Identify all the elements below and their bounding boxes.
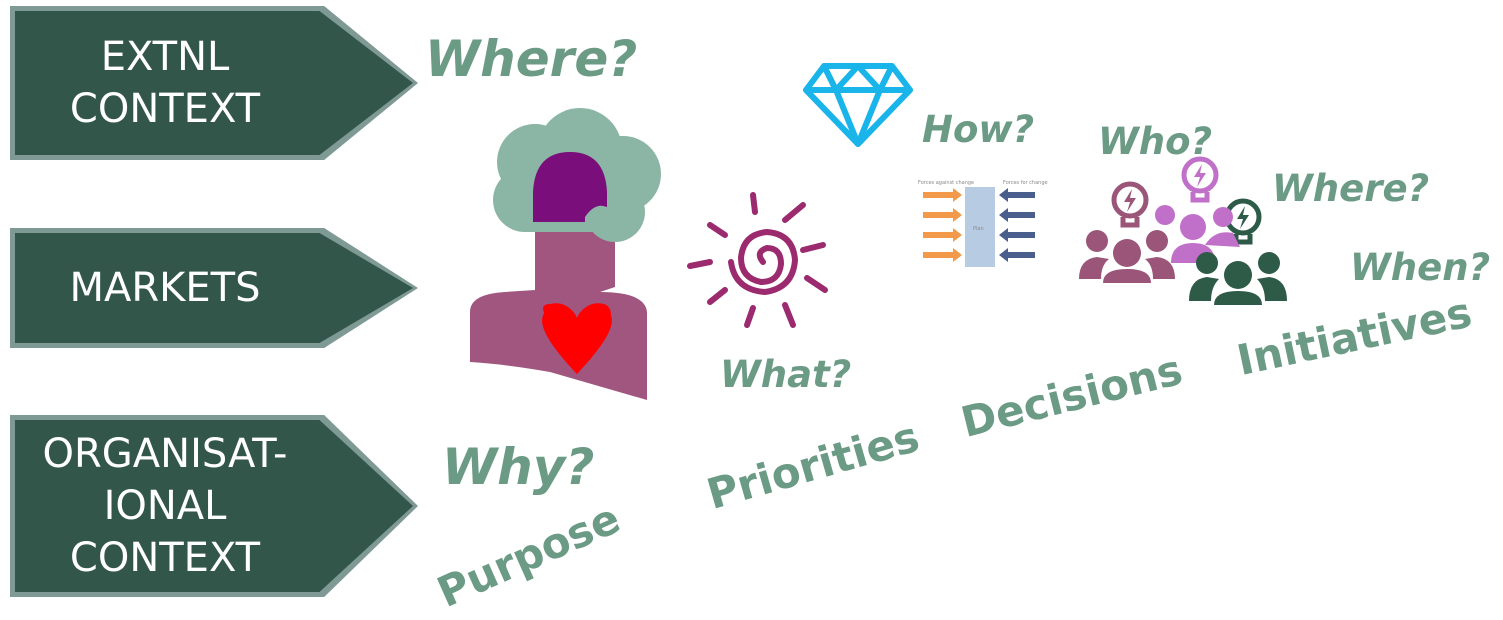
plan-label: Plan [973, 226, 984, 232]
question-where-external: Where? [425, 30, 638, 88]
organisational-context-arrow: ORGANISAT- IONAL CONTEXT [10, 415, 418, 597]
question-how: How? [922, 108, 1035, 151]
forces-against-label: Forces against change [918, 180, 974, 186]
markets-arrow: MARKETS [10, 228, 418, 348]
external-context-label: EXTNL CONTEXT [69, 34, 261, 132]
hair-shape [533, 152, 607, 222]
team-ideas-icon [1079, 156, 1287, 305]
question-why: Why? [442, 438, 595, 496]
forces-for-label: Forces for change [1003, 180, 1048, 186]
person-heart-icon [470, 108, 661, 400]
markets-label: MARKETS [69, 265, 261, 311]
sun-spiral-icon [687, 192, 828, 328]
stage-priorities: Priorities [701, 411, 925, 519]
diamond-icon [803, 63, 913, 147]
question-where-initiatives: Where? [1272, 167, 1430, 210]
organisational-context-label: ORGANISAT- IONAL CONTEXT [42, 431, 288, 581]
question-when: When? [1350, 246, 1491, 289]
question-what: What? [720, 353, 852, 396]
force-field-icon: Forces against change Forces for change … [918, 180, 1048, 267]
stage-decisions: Decisions [956, 344, 1188, 447]
question-who: Who? [1098, 120, 1213, 163]
external-context-arrow: EXTNL CONTEXT [10, 6, 418, 160]
stage-purpose: Purpose [430, 493, 628, 617]
